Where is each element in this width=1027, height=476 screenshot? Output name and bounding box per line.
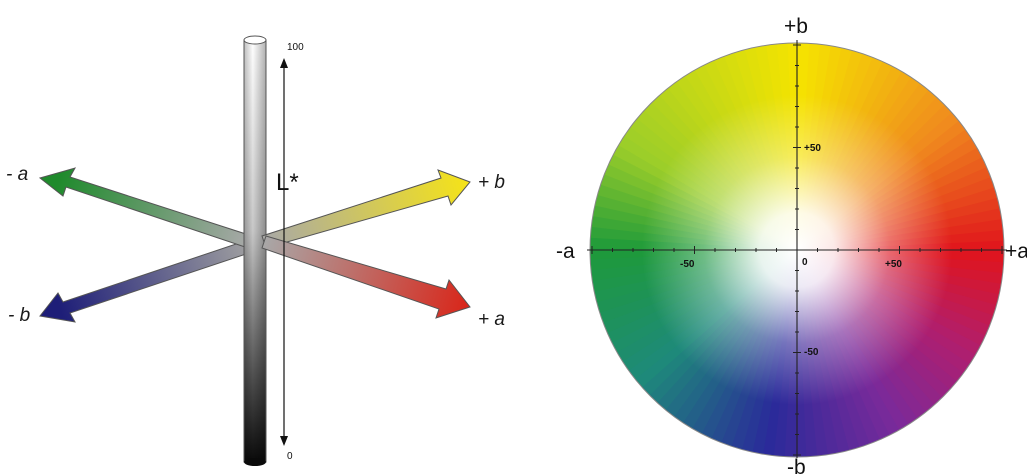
lab-3d-axes-diagram: 100 0 L* - a + b - b + a — [6, 35, 505, 466]
label-pos-a: + a — [478, 309, 505, 330]
disc-label-top: +b — [784, 15, 808, 38]
tick-label-neg-a: -50 — [680, 259, 695, 270]
tick-label-neg-b: -50 — [804, 347, 819, 358]
tick-label-origin: 0 — [802, 257, 808, 268]
lightness-scale — [280, 58, 288, 446]
lightness-axis-label: L* — [276, 169, 299, 196]
disc-label-left: -a — [556, 240, 575, 263]
disc-axes — [587, 40, 1007, 458]
lightness-top-value: 100 — [287, 42, 304, 53]
arrow-pos-a — [261, 235, 471, 319]
disc-label-right: +a — [1005, 240, 1027, 263]
ab-chromaticity-disc: +b -b -a +a +50 -50 -50 0 +50 — [556, 15, 1027, 476]
label-neg-b: - b — [8, 305, 30, 326]
lightness-pole — [243, 35, 267, 466]
lightness-bottom-value: 0 — [287, 451, 293, 462]
label-pos-b: + b — [478, 172, 505, 193]
label-neg-a: - a — [6, 164, 28, 185]
arrow-neg-b — [39, 239, 253, 323]
tick-label-pos-a: +50 — [885, 259, 902, 270]
disc-label-bottom: -b — [787, 456, 806, 476]
tick-label-pos-b: +50 — [804, 143, 821, 154]
arrow-pos-b — [261, 169, 471, 249]
arrow-neg-a — [38, 167, 253, 249]
